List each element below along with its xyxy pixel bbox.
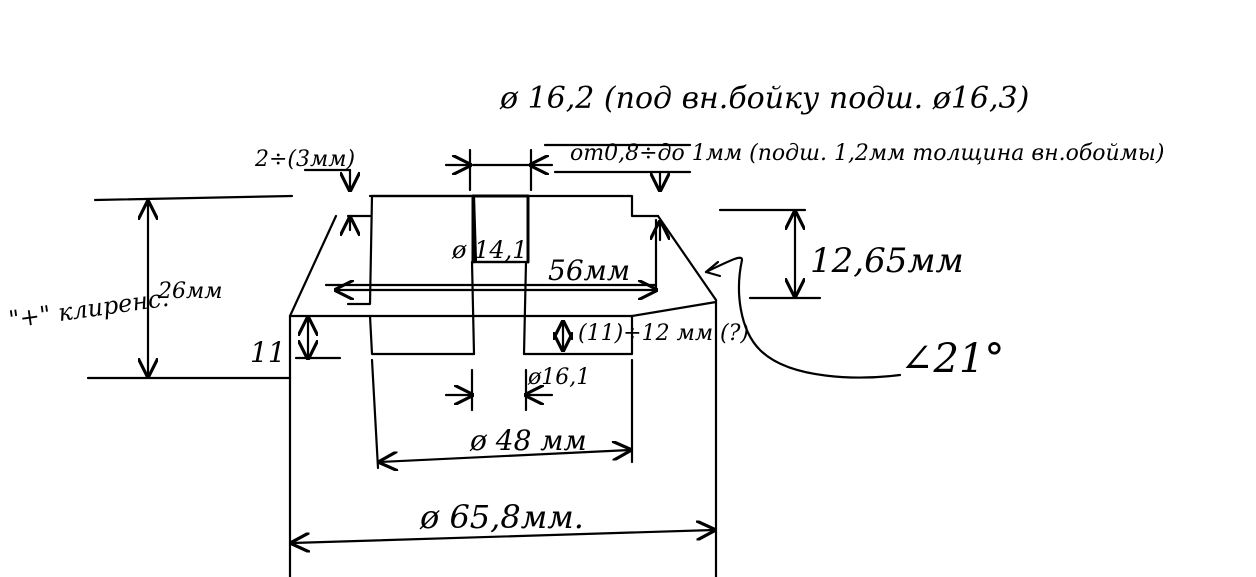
angle-label: ∠21° (900, 336, 1004, 382)
top-width-label: 56мм (548, 254, 630, 287)
recess-hole-diameter: ø16,1 (527, 365, 590, 390)
side-step-label: 2÷(3мм) (254, 147, 355, 172)
top-diameter-note: ø 16,2 (под вн.бойку подш. ø16,3) (499, 81, 1029, 116)
clearance-label: "+" клиренс. (7, 284, 171, 334)
lip-note: от0,8÷до 1мм (подш. 1,2мм толщина вн.обо… (570, 141, 1164, 166)
recess-diameter-label: ø 48 мм (469, 424, 587, 457)
right-height-label: 12,65мм (810, 241, 964, 281)
base-diameter-label: ø 65,8мм. (419, 498, 584, 536)
annotations: ø 16,2 (под вн.бойку подш. ø16,3) от0,8÷… (7, 81, 1164, 536)
recess-depth-label: (11)÷12 мм (?) (578, 321, 749, 346)
dimension-lines (86, 143, 902, 543)
left-height-label: 11 (250, 336, 286, 369)
total-height-label: 26мм (157, 279, 222, 304)
inner-hole-diameter: ø 14,1 (451, 236, 528, 264)
